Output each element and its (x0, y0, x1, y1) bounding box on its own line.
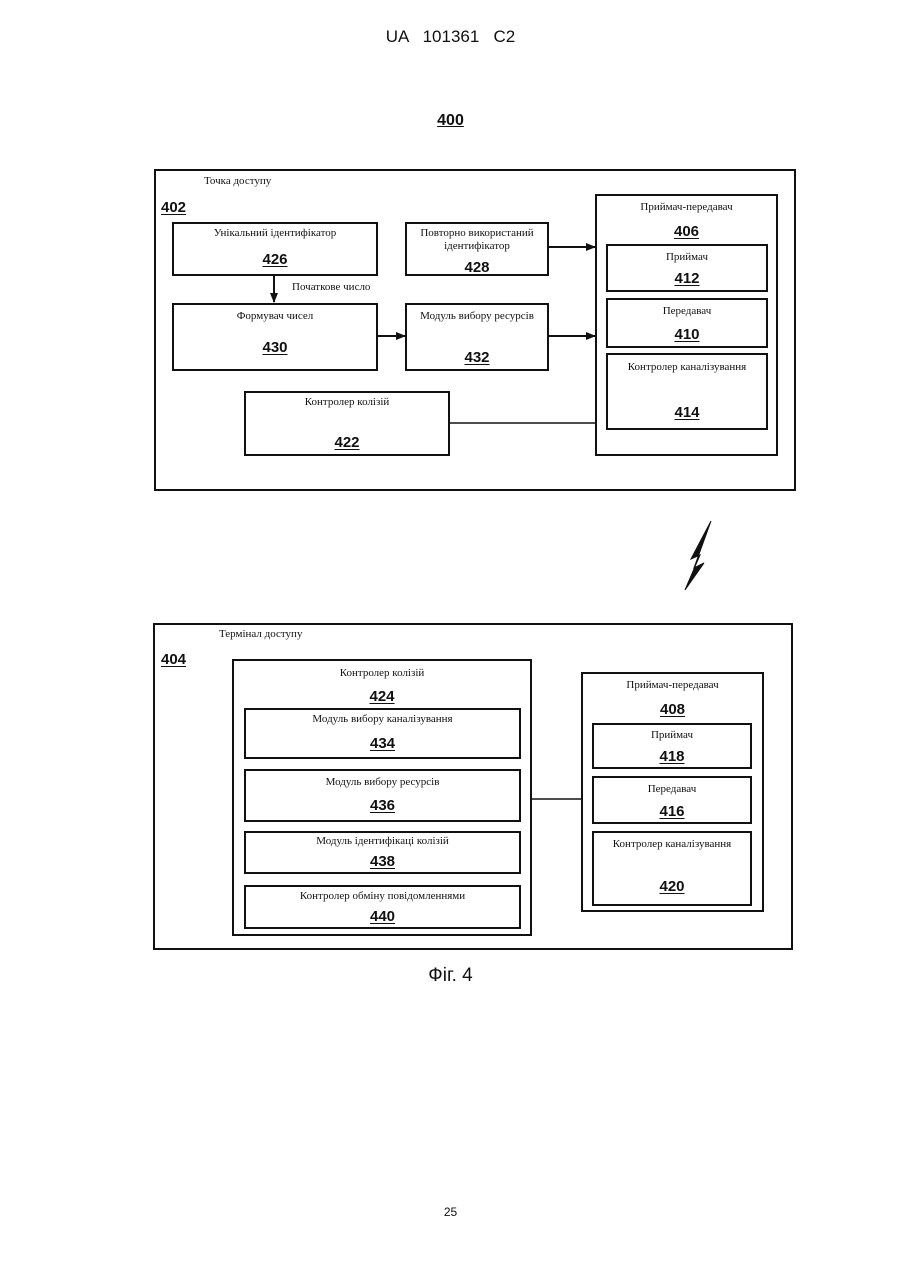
channel-selection-module-box: Модуль вибору каналізування 434 (244, 708, 521, 759)
terminal-resource-selection-module-ref: 436 (246, 797, 519, 814)
terminal-transceiver-ref: 408 (583, 701, 762, 718)
terminal-collision-controller-label: Контролер колізій (234, 667, 530, 680)
collision-controller-ref: 422 (246, 434, 448, 451)
access-terminal-title: Термінал доступу (219, 628, 302, 640)
channel-controller-ref: 414 (608, 404, 766, 421)
reused-identifier-label: Повторно використаний ідентифікатор (413, 227, 541, 253)
terminal-receiver-box: Приймач 418 (592, 723, 752, 769)
collision-identification-module-ref: 438 (246, 853, 519, 870)
terminal-transmitter-box: Передавач 416 (592, 776, 752, 824)
terminal-channel-controller-ref: 420 (594, 878, 750, 895)
unique-identifier-label: Унікальний ідентифікатор (174, 227, 376, 240)
collision-controller-box: Контролер колізій 422 (244, 391, 450, 456)
number-generator-box: Формувач чисел 430 (172, 303, 378, 371)
resource-selection-module-ref: 432 (407, 349, 547, 366)
terminal-collision-controller-ref: 424 (234, 688, 530, 705)
reused-identifier-ref: 428 (407, 259, 547, 276)
transmitter-label: Передавач (608, 305, 766, 318)
resource-selection-module-box: Модуль вибору ресурсів 432 (405, 303, 549, 371)
terminal-transceiver-label: Приймач-передавач (583, 679, 762, 692)
transmitter-ref: 410 (608, 326, 766, 343)
transceiver-label: Приймач-передавач (597, 201, 776, 214)
page-number: 25 (0, 1205, 901, 1219)
resource-selection-module-label: Модуль вибору ресурсів (407, 310, 547, 323)
access-terminal-ref: 404 (161, 651, 186, 668)
receiver-ref: 412 (608, 270, 766, 287)
initial-number-label: Початкове число (292, 281, 370, 293)
access-point-ref: 402 (161, 199, 186, 216)
receiver-label: Приймач (608, 251, 766, 264)
terminal-receiver-ref: 418 (594, 748, 750, 765)
channel-selection-module-ref: 434 (246, 735, 519, 752)
terminal-resource-selection-module-box: Модуль вибору ресурсів 436 (244, 769, 521, 822)
receiver-box: Приймач 412 (606, 244, 768, 292)
collision-identification-module-box: Модуль ідентифікаці колізій 438 (244, 831, 521, 874)
collision-identification-module-label: Модуль ідентифікаці колізій (246, 835, 519, 848)
terminal-channel-controller-label: Контролер каналізування (594, 838, 750, 851)
terminal-transmitter-ref: 416 (594, 803, 750, 820)
terminal-transmitter-label: Передавач (594, 783, 750, 796)
access-point-title: Точка доступу (204, 175, 271, 187)
message-exchange-controller-ref: 440 (246, 908, 519, 925)
terminal-receiver-label: Приймач (594, 729, 750, 742)
message-exchange-controller-label: Контролер обміну повідомленнями (246, 890, 519, 903)
unique-identifier-box: Унікальний ідентифікатор 426 (172, 222, 378, 276)
channel-selection-module-label: Модуль вибору каналізування (246, 713, 519, 726)
unique-identifier-ref: 426 (174, 251, 376, 268)
channel-controller-box: Контролер каналізування 414 (606, 353, 768, 430)
terminal-resource-selection-module-label: Модуль вибору ресурсів (246, 776, 519, 789)
collision-controller-label: Контролер колізій (246, 396, 448, 409)
number-generator-label: Формувач чисел (174, 310, 376, 323)
terminal-channel-controller-box: Контролер каналізування 420 (592, 831, 752, 906)
channel-controller-label: Контролер каналізування (608, 361, 766, 374)
message-exchange-controller-box: Контролер обміну повідомленнями 440 (244, 885, 521, 929)
wireless-link-icon (685, 521, 711, 590)
transceiver-ref: 406 (597, 223, 776, 240)
number-generator-ref: 430 (174, 339, 376, 356)
figure-caption: Фіг. 4 (0, 965, 901, 987)
reused-identifier-box: Повторно використаний ідентифікатор 428 (405, 222, 549, 276)
transmitter-box: Передавач 410 (606, 298, 768, 348)
